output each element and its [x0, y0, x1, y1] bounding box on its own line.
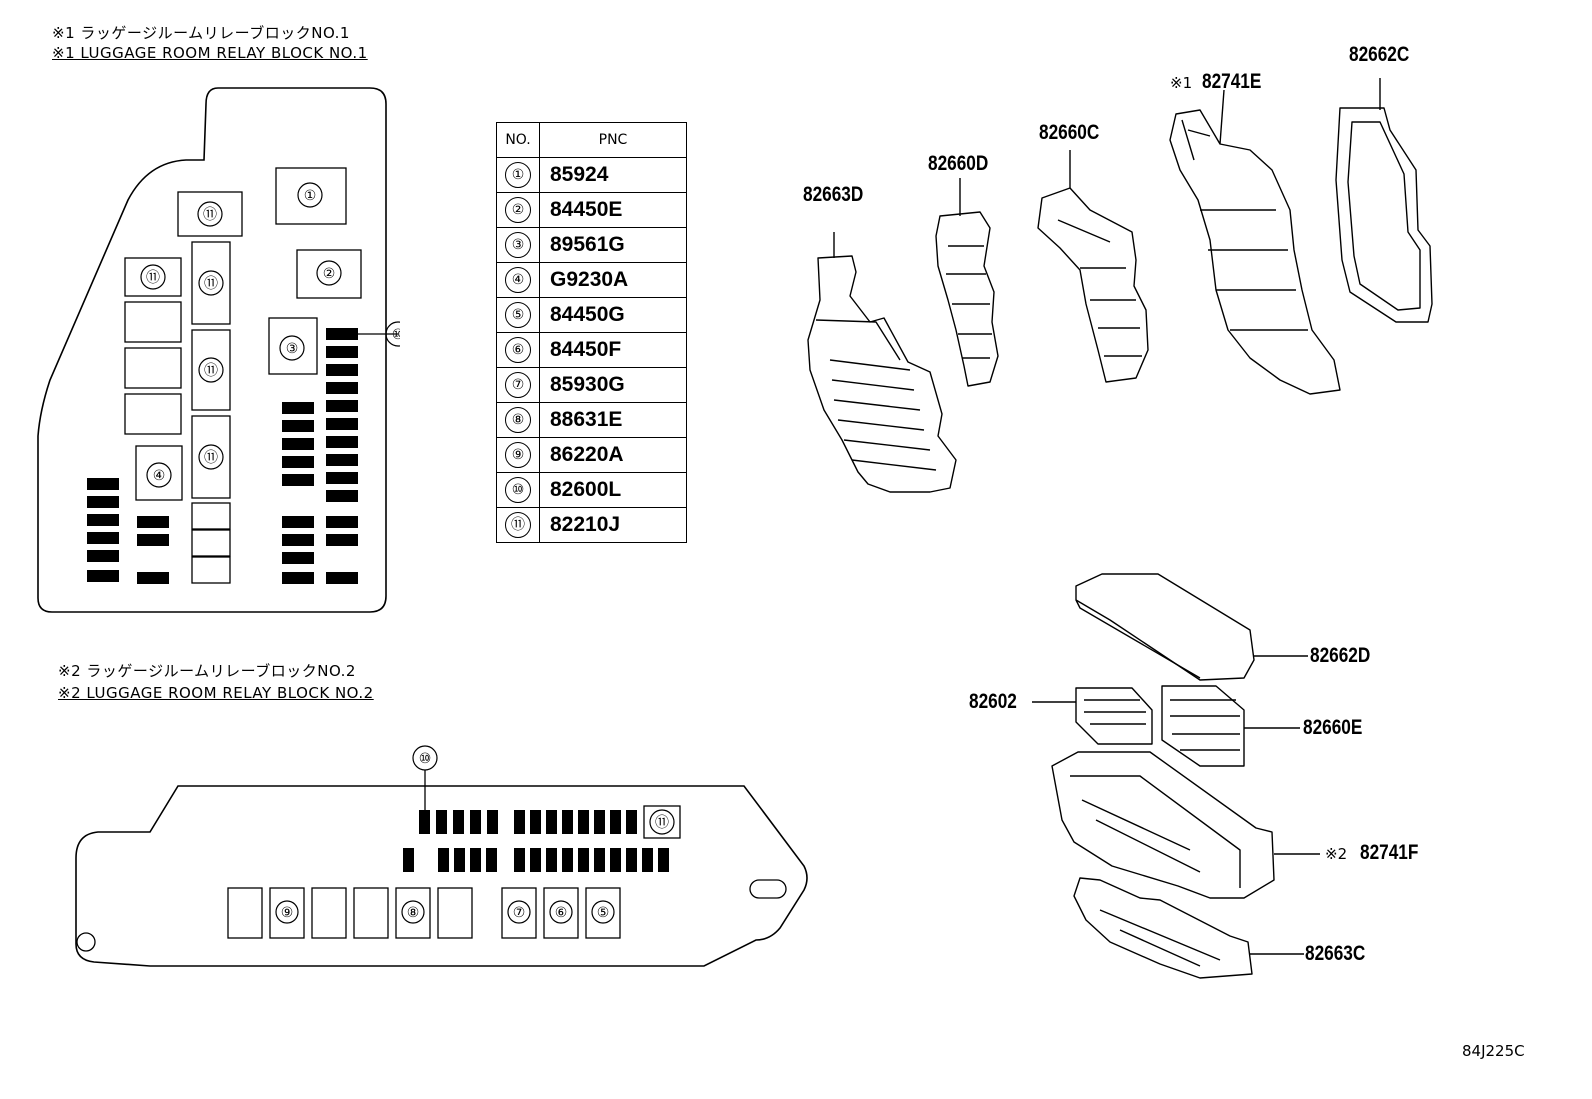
table-row: ⑧ 88631E [496, 402, 687, 438]
block1-callout-2: ② [323, 266, 336, 282]
row-pnc: G9230A [539, 262, 687, 298]
table-row: ⑤ 84450G [496, 297, 687, 333]
relay-block-2-diagram: ⑩ ⑪ ⑨ ⑧ ⑦ ⑥ ⑤ [75, 745, 808, 967]
part-82741E-drawing [1169, 89, 1341, 395]
part-label-82660E: 82660E [1303, 716, 1363, 739]
part-label-82662C: 82662C [1349, 43, 1410, 66]
row-no: ③ [505, 232, 531, 258]
table-row: ③ 89561G [496, 227, 687, 263]
part-label-82741F: 82741F [1360, 841, 1419, 864]
block1-callout-11e: ⑪ [204, 450, 218, 466]
row-no: ② [505, 197, 531, 223]
row-pnc: 88631E [539, 402, 687, 438]
exploded-parts-drawing [807, 78, 1433, 979]
row-pnc: 84450F [539, 332, 687, 368]
block2-callout-7: ⑦ [513, 905, 526, 921]
row-no: ⑦ [505, 372, 531, 398]
part-label-82660D: 82660D [928, 152, 989, 175]
part-label-82741E: 82741E [1202, 70, 1262, 93]
part-82662C-drawing [1335, 78, 1433, 323]
table-row: ⑨ 86220A [496, 437, 687, 473]
row-no: ⑨ [505, 442, 531, 468]
pnc-table: NO. PNC ① 85924 ② 84450E ③ 89561G ④ G9230A ⑤… [496, 122, 687, 543]
row-no: ⑥ [505, 337, 531, 363]
row-pnc: 82210J [539, 507, 687, 543]
block1-callout-11a: ⑪ [203, 207, 217, 223]
block2-callout-6: ⑥ [555, 905, 568, 921]
table-row: ⑪ 82210J [496, 507, 687, 543]
row-pnc: 84450G [539, 297, 687, 333]
table-row: ⑥ 84450F [496, 332, 687, 368]
part-82602-drawing [1032, 687, 1153, 745]
row-no: ① [505, 162, 531, 188]
table-row: ④ G9230A [496, 262, 687, 298]
row-pnc: 82600L [539, 472, 687, 508]
row-pnc: 85924 [539, 157, 687, 193]
block1-callout-10: ⑩ [392, 327, 400, 343]
row-no: ⑪ [505, 512, 531, 538]
relay-block-1-diagram: ① ② ③ ④ ⑪ ⑪ ⑪ ⑪ ⑪ ⑩ [37, 87, 400, 613]
block1-title-en: ※1 LUGGAGE ROOM RELAY BLOCK NO.1 [52, 44, 368, 62]
part-82660C-drawing [1037, 150, 1149, 383]
block2-title-jp: ※2 ラッゲージルームリレーブロックNO.2 [58, 662, 356, 680]
block2-title-en: ※2 LUGGAGE ROOM RELAY BLOCK NO.2 [58, 684, 374, 702]
table-row: ⑦ 85930G [496, 367, 687, 403]
block2-callout-9: ⑨ [281, 905, 294, 921]
row-pnc: 85930G [539, 367, 687, 403]
block1-callout-11b: ⑪ [146, 270, 160, 286]
row-no: ⑩ [505, 477, 531, 503]
part-82663D-drawing [807, 232, 957, 493]
row-pnc: 84450E [539, 192, 687, 228]
part-label-82663D: 82663D [803, 183, 864, 206]
block2-callout-8: ⑧ [407, 905, 420, 921]
part-label-82660C: 82660C [1039, 121, 1100, 144]
block1-callout-11c: ⑪ [204, 276, 218, 292]
row-no: ④ [505, 267, 531, 293]
part-82662D-drawing [1075, 573, 1308, 681]
table-row: ② 84450E [496, 192, 687, 228]
row-no: ⑤ [505, 302, 531, 328]
part-mark-82741E: ※1 [1170, 74, 1193, 92]
block1-callout-3: ③ [286, 341, 299, 357]
diagram-code: 84J225C [1462, 1042, 1525, 1060]
header-no: NO. [496, 122, 540, 158]
header-pnc: PNC [539, 122, 687, 158]
part-82663C-drawing [1073, 877, 1304, 979]
part-82660E-drawing [1161, 685, 1300, 767]
row-no: ⑧ [505, 407, 531, 433]
table-row: ⑩ 82600L [496, 472, 687, 508]
row-pnc: 89561G [539, 227, 687, 263]
block1-callout-1: ① [304, 188, 317, 204]
block1-callout-11d: ⑪ [204, 363, 218, 379]
block2-callout-5: ⑤ [597, 905, 610, 921]
block1-title-jp: ※1 ラッゲージルームリレーブロックNO.1 [52, 24, 350, 42]
part-mark-82741F: ※2 [1325, 845, 1348, 863]
row-pnc: 86220A [539, 437, 687, 473]
block2-callout-11: ⑪ [655, 815, 669, 831]
table-row: ① 85924 [496, 157, 687, 193]
block1-callout-4: ④ [153, 468, 166, 484]
part-label-82662D: 82662D [1310, 644, 1371, 667]
part-82660D-drawing [935, 178, 999, 387]
part-label-82602: 82602 [969, 690, 1017, 713]
part-82741F-drawing [1051, 751, 1320, 899]
part-label-82663C: 82663C [1305, 942, 1366, 965]
block2-callout-10: ⑩ [419, 751, 432, 767]
table-header: NO. PNC [496, 122, 687, 158]
